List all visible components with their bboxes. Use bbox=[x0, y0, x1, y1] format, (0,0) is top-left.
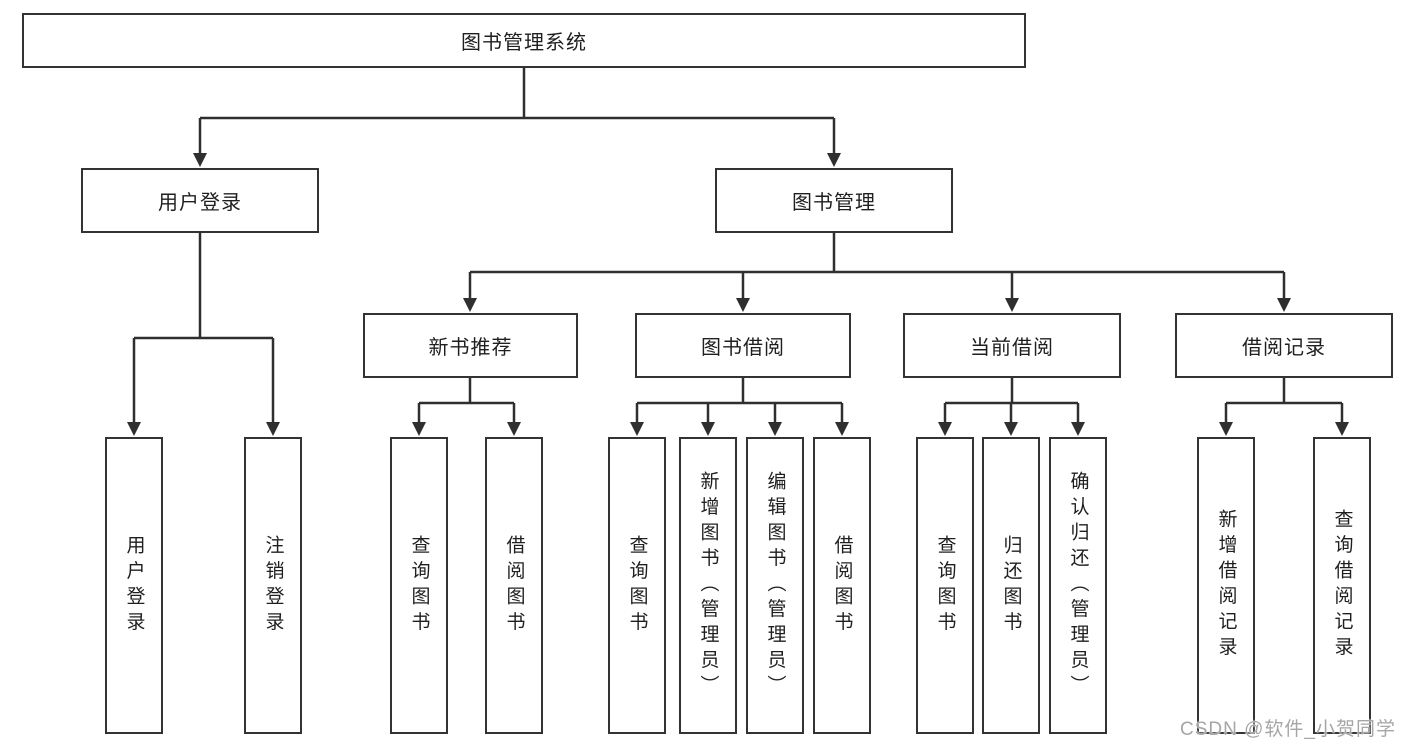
leaf-return-books: 归还图书 bbox=[982, 437, 1040, 734]
leaf-label: 查询图书 bbox=[934, 534, 956, 637]
node-label: 当前借阅 bbox=[970, 337, 1054, 359]
leaf-label: 借阅图书 bbox=[831, 534, 853, 637]
leaf-label: 用户登录 bbox=[123, 534, 145, 637]
leaf-confirm-return-admin: 确认归还（管理员） bbox=[1049, 437, 1107, 734]
node-label: 新书推荐 bbox=[428, 337, 513, 359]
node-library-management-system: 图书管理系统 bbox=[22, 13, 1026, 68]
node-new-book-recommend: 新书推荐 bbox=[363, 313, 578, 378]
leaf-query-books-recommend: 查询图书 bbox=[390, 437, 448, 734]
node-label: 图书借阅 bbox=[701, 337, 785, 359]
node-label: 用户登录 bbox=[158, 192, 242, 214]
leaf-label: 确认归还（管理员） bbox=[1067, 470, 1089, 701]
leaf-query-books-borrow: 查询图书 bbox=[608, 437, 666, 734]
leaf-label: 查询图书 bbox=[626, 534, 648, 637]
leaf-label: 新增借阅记录 bbox=[1215, 509, 1237, 662]
leaf-borrow-books: 借阅图书 bbox=[813, 437, 871, 734]
csdn-watermark: CSDN @软件_小贺同学 bbox=[1180, 719, 1396, 740]
leaf-borrow-books-recommend: 借阅图书 bbox=[485, 437, 543, 734]
leaf-label: 注销登录 bbox=[262, 534, 284, 637]
arrowheads bbox=[127, 153, 1349, 436]
leaf-label: 归还图书 bbox=[1000, 534, 1022, 637]
leaf-label: 查询图书 bbox=[408, 534, 430, 637]
leaf-edit-books-admin: 编辑图书（管理员） bbox=[746, 437, 804, 734]
node-current-borrow: 当前借阅 bbox=[903, 313, 1121, 378]
leaf-logout-login: 注销登录 bbox=[244, 437, 302, 734]
node-label: 图书管理系统 bbox=[461, 32, 587, 54]
leaf-query-borrow-record: 查询借阅记录 bbox=[1313, 437, 1371, 734]
node-book-management: 图书管理 bbox=[715, 168, 953, 233]
leaf-label: 编辑图书（管理员） bbox=[764, 470, 786, 701]
leaf-add-borrow-record: 新增借阅记录 bbox=[1197, 437, 1255, 734]
node-label: 借阅记录 bbox=[1242, 337, 1326, 359]
leaf-query-books-current: 查询图书 bbox=[916, 437, 974, 734]
leaf-label: 借阅图书 bbox=[503, 534, 525, 637]
node-user-login: 用户登录 bbox=[81, 168, 319, 233]
node-borrow-records: 借阅记录 bbox=[1175, 313, 1393, 378]
leaf-label: 查询借阅记录 bbox=[1331, 509, 1353, 662]
leaf-label: 新增图书（管理员） bbox=[697, 470, 719, 701]
node-book-borrow: 图书借阅 bbox=[635, 313, 851, 378]
leaf-user-login: 用户登录 bbox=[105, 437, 163, 734]
leaf-add-books-admin: 新增图书（管理员） bbox=[679, 437, 737, 734]
node-label: 图书管理 bbox=[792, 192, 876, 214]
